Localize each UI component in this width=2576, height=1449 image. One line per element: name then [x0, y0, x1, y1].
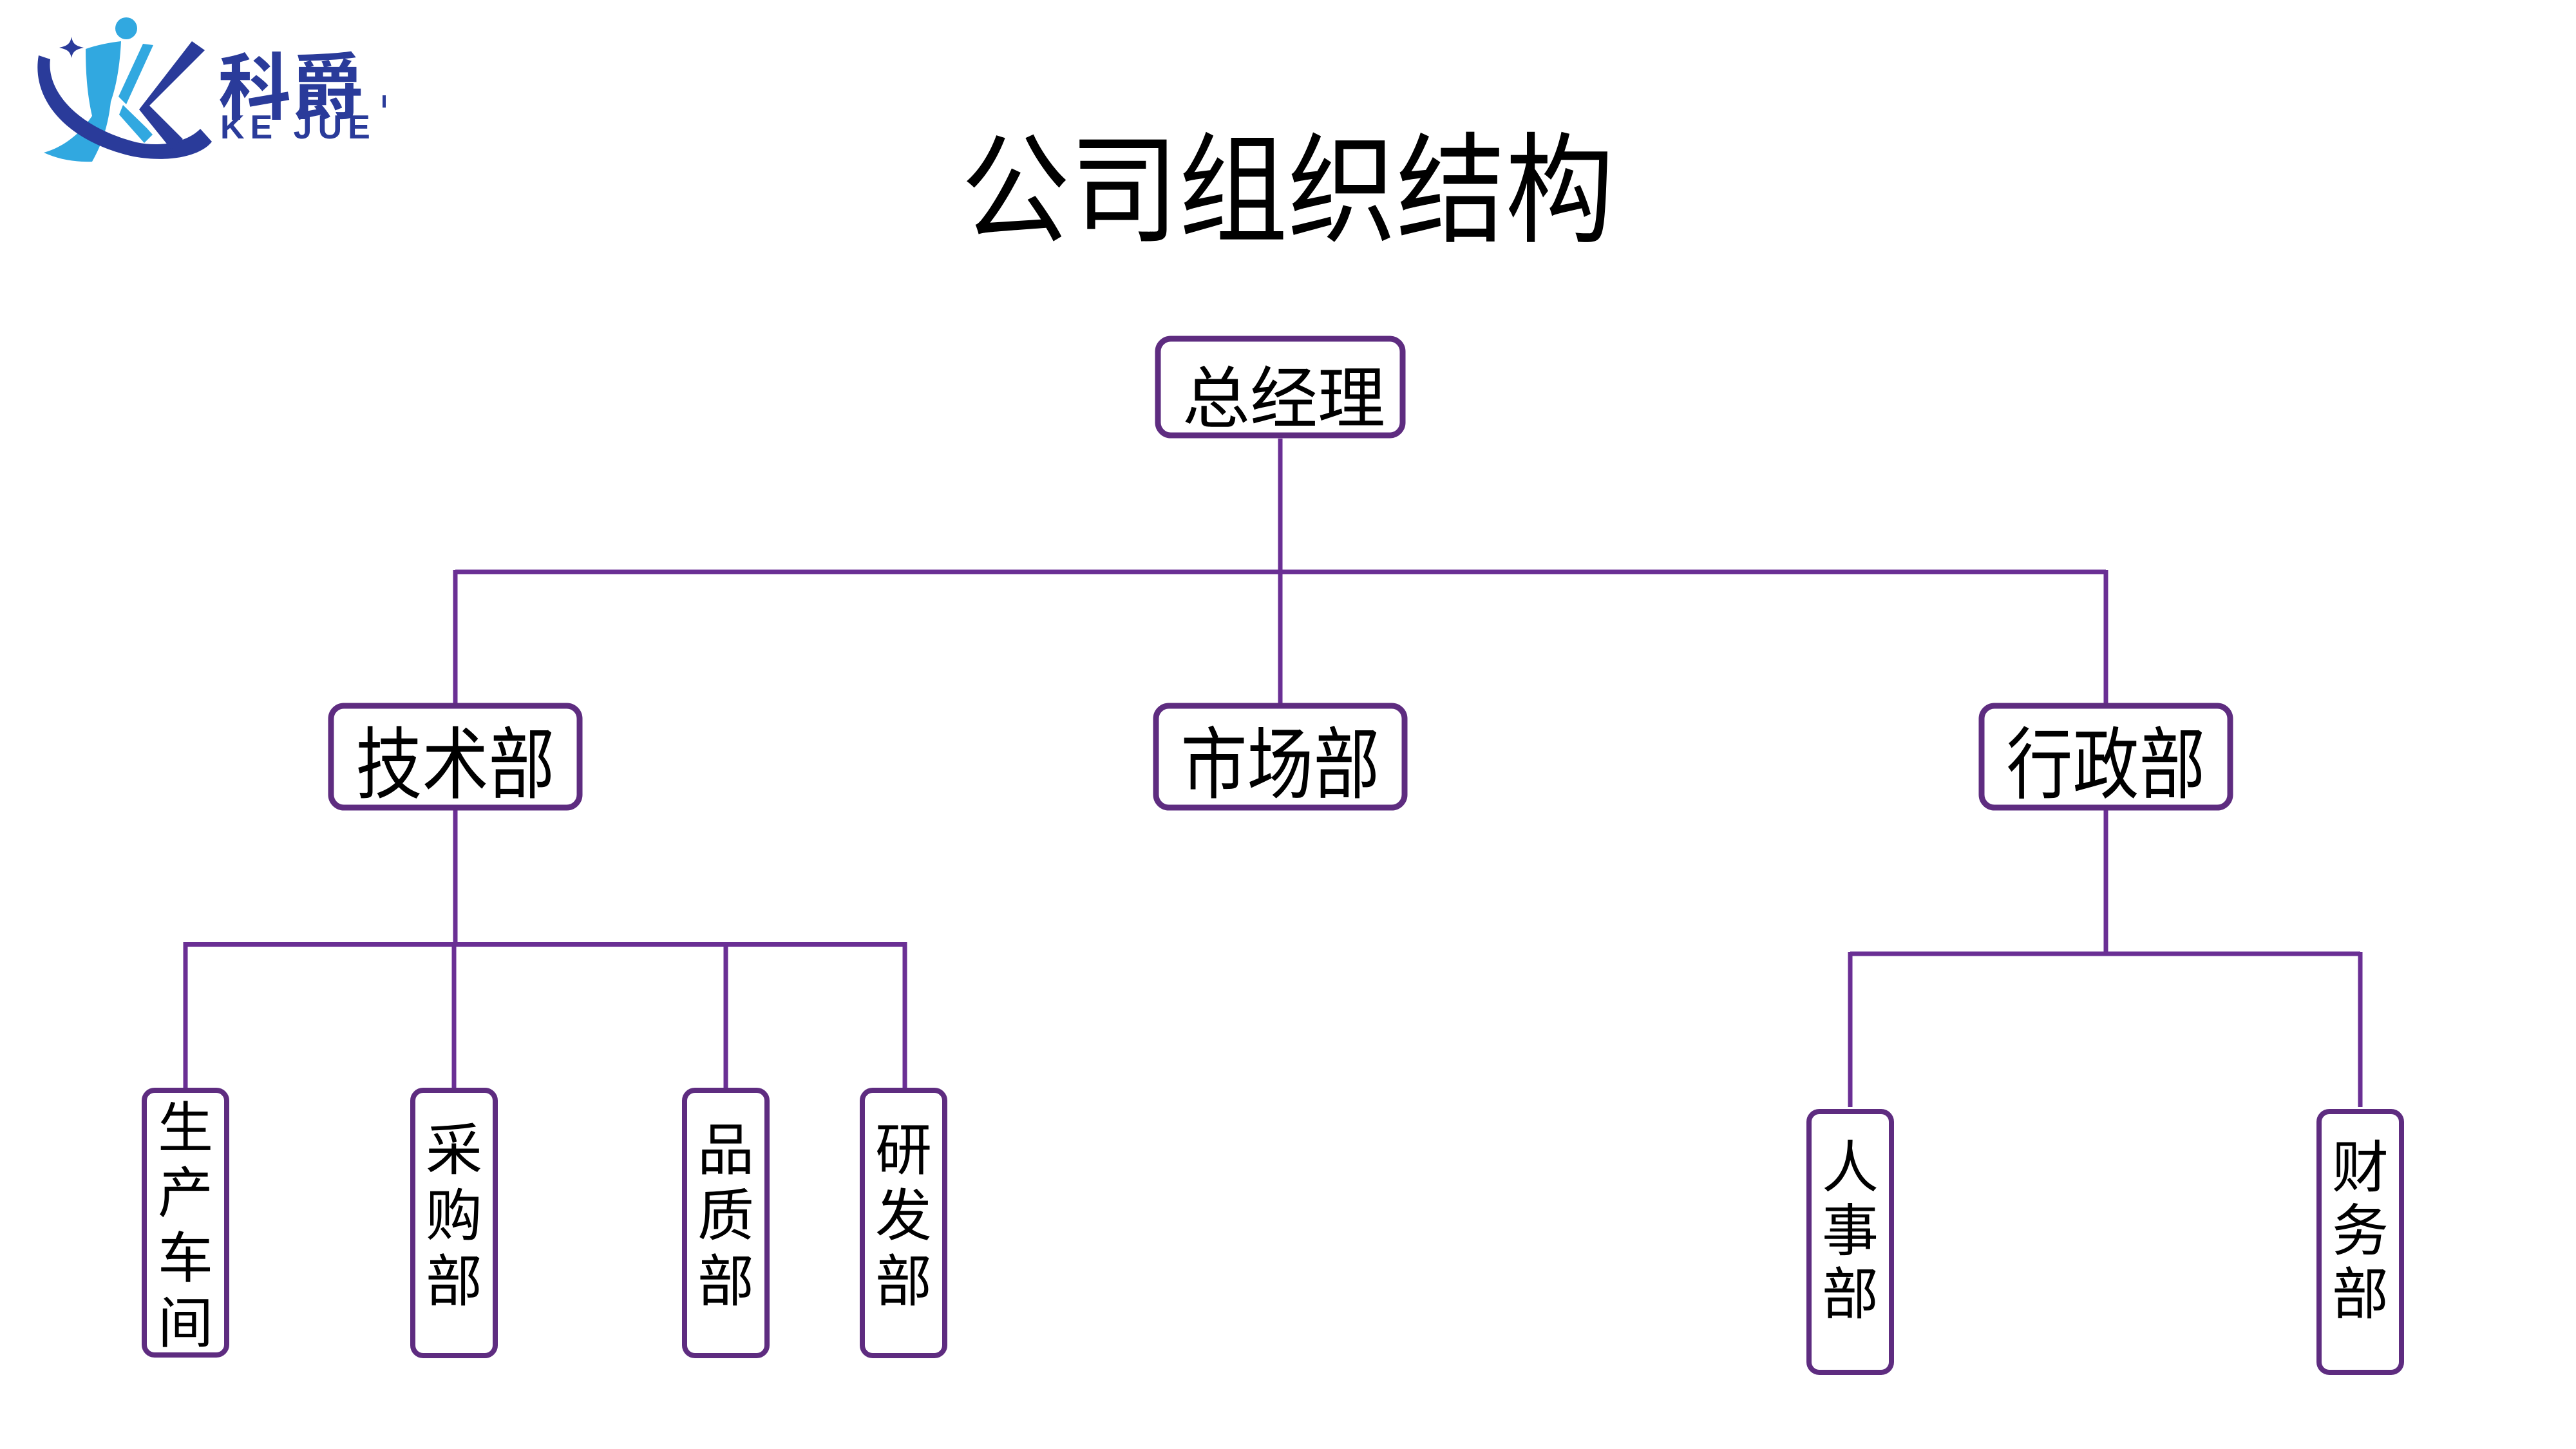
svg-text:KE JUE: KE JUE	[220, 109, 376, 146]
